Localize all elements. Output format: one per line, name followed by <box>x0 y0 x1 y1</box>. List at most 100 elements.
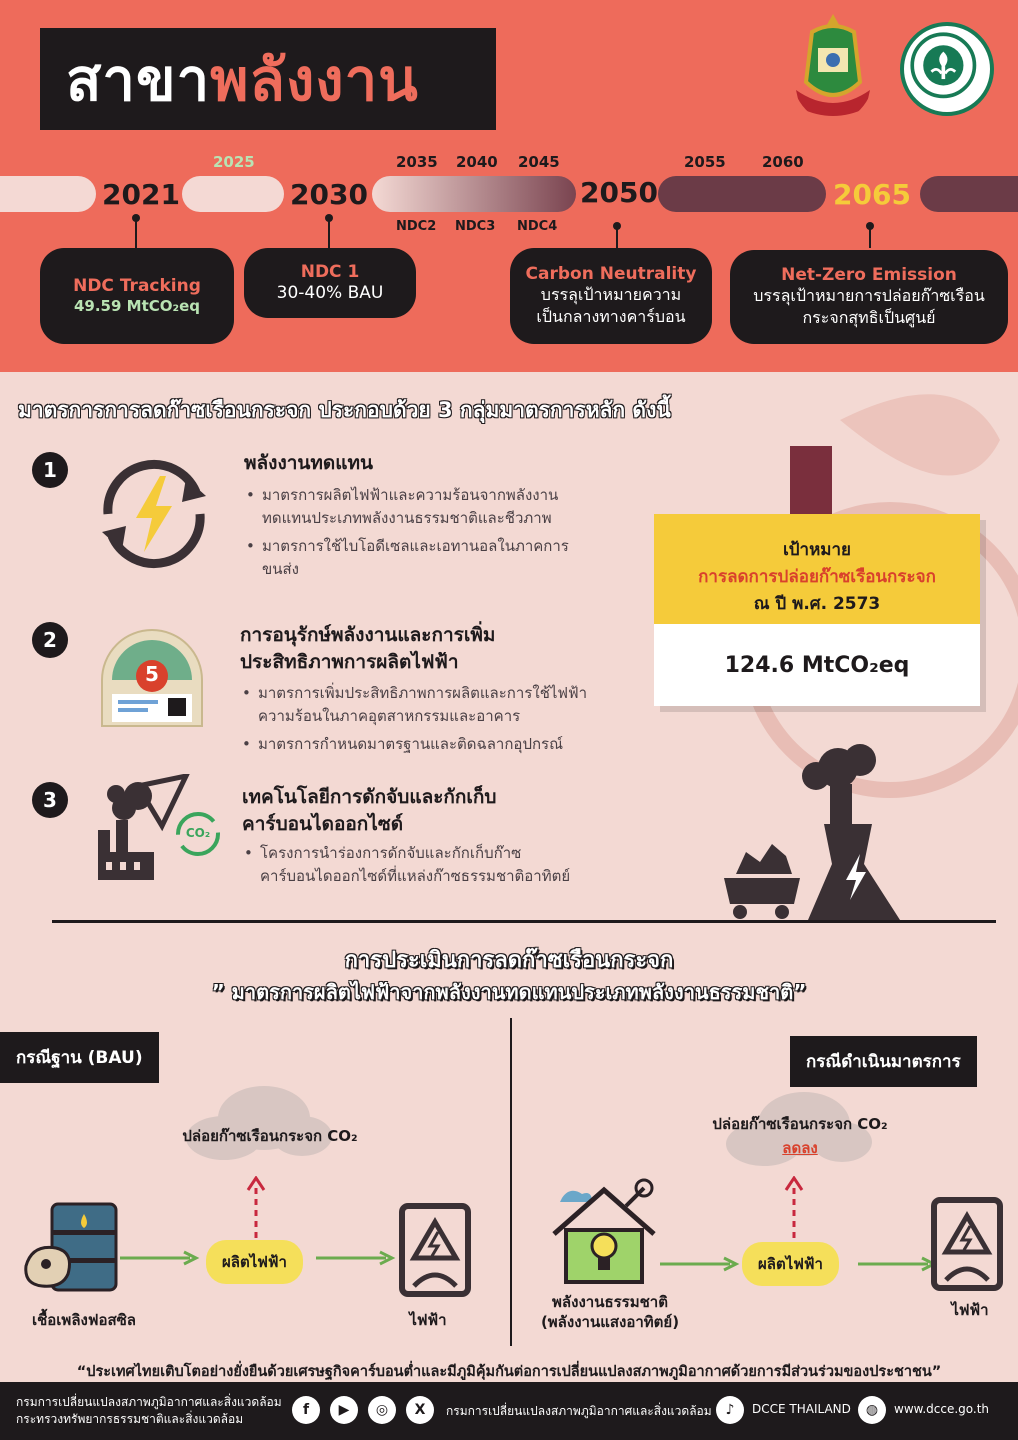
carbon-capture-icon <box>98 774 220 880</box>
milestone-ndc-tracking: NDC Tracking 49.59 MtCO₂eq <box>40 248 234 344</box>
milestone-title: NDC 1 <box>300 261 360 282</box>
year-2035: 2035 <box>396 153 438 171</box>
year-2030: 2030 <box>290 178 368 211</box>
bau-source-caption: เชื้อเพลิงฟอสซิล <box>31 1311 136 1329</box>
timeline-bar-3 <box>372 176 576 212</box>
bau-emission-label: ปล่อยก๊าซเรือนกระจก CO₂ <box>182 1127 358 1145</box>
bau-output-caption: ไฟฟ้า <box>409 1311 447 1329</box>
milestone-desc: บรรลุเป้าหมายการปล่อยก๊าซเรือนกระจกสุทธิ… <box>753 286 985 327</box>
page-title: สาขาพลังงาน <box>40 28 496 130</box>
measure-title-2: การอนุรักษ์พลังงานและการเพิ่มประสิทธิภาพ… <box>240 624 496 673</box>
milestone-title: NDC Tracking <box>73 275 201 296</box>
measure-number-3: 3 <box>32 782 68 818</box>
youtube-icon[interactable]: ▶ <box>330 1396 358 1424</box>
ndc3-label: NDC3 <box>455 219 496 234</box>
footer-org: กรมการเปลี่ยนแปลงสภาพภูมิอากาศและสิ่งแวด… <box>16 1394 282 1428</box>
measure-title-1: พลังงานทดแทน <box>244 452 374 474</box>
assessment-subtitle: ” มาตรการผลิตไฟฟ้าจากพลังงานทดแทนประเภทพ… <box>211 980 807 1004</box>
measure-title-3: เทคโนโลยีการดักจับและกักเก็บคาร์บอนไดออก… <box>242 786 497 835</box>
target-value: 124.6 MtCO₂eq <box>654 624 980 706</box>
measure-source-line1: พลังงานธรรมชาติ <box>552 1293 668 1311</box>
measure-output-caption: ไฟฟ้า <box>951 1301 989 1319</box>
milestone-desc: บรรลุเป้าหมายความเป็นกลางทางคาร์บอน <box>536 285 686 326</box>
year-2045: 2045 <box>518 153 560 171</box>
facebook-icon[interactable]: f <box>292 1396 320 1424</box>
electricity-icon <box>399 1203 471 1297</box>
org-line-1: กรมการเปลี่ยนแปลงสภาพภูมิอากาศและสิ่งแวด… <box>16 1395 282 1409</box>
milestone-title: Carbon Neutrality <box>525 264 697 285</box>
measures-heading: มาตรการการลดก๊าซเรือนกระจก ประกอบด้วย 3 … <box>18 398 672 423</box>
header-section: สาขาพลังงาน 2021 2025 2030 2035 204 <box>0 0 1018 372</box>
connector-line <box>869 226 871 248</box>
measure-number-1: 1 <box>32 452 68 488</box>
bau-case-label: กรณีฐาน (BAU) <box>0 1032 159 1083</box>
bullet-item: โครงการนำร่องการดักจับและกักเก็บก๊าซคาร์… <box>242 842 602 889</box>
connector-line <box>328 218 330 248</box>
flow-arrow <box>660 1256 740 1272</box>
milestone-value: 30-40% BAU <box>276 282 384 303</box>
bullet-item: มาตรการกำหนดมาตรฐานและติดฉลากอุปกรณ์ <box>240 733 610 757</box>
connector-line <box>616 226 618 248</box>
measure-generation-pill: ผลิตไฟฟ้า <box>742 1242 839 1286</box>
flow-arrow <box>316 1250 396 1266</box>
section-divider <box>52 920 996 923</box>
footer-quote: “ประเทศไทยเติบโตอย่างยั่งยืนด้วยเศรษฐกิจ… <box>76 1364 942 1380</box>
flow-arrow <box>120 1250 200 1266</box>
reduced-label: ลดลง <box>782 1139 818 1157</box>
connector-line <box>135 218 137 248</box>
emission-cloud-icon <box>186 1086 332 1160</box>
year-2021: 2021 <box>102 178 180 211</box>
target-header: เป้าหมาย การลดการปล่อยก๊าซเรือนกระจก ณ ป… <box>654 514 980 624</box>
target-label: เป้าหมาย <box>782 540 852 560</box>
measure-emission-label: ปล่อยก๊าซเรือนกระจก CO₂ ลดลง <box>690 1112 910 1160</box>
tiktok-icon[interactable]: ♪ <box>716 1396 744 1424</box>
target-box: เป้าหมาย การลดการปล่อยก๊าซเรือนกระจก ณ ป… <box>654 514 980 706</box>
measure-case-label: กรณีดำเนินมาตรการ <box>790 1036 977 1087</box>
timeline-bar-4 <box>658 176 826 212</box>
tiktok-handle[interactable]: DCCE THAILAND <box>752 1402 851 1416</box>
renewable-energy-icon <box>102 460 206 568</box>
org-line-2: กระทรวงทรัพยากรธรรมชาติและสิ่งแวดล้อม <box>16 1411 244 1426</box>
measure-bullets-2: มาตรการเพิ่มประสิทธิภาพการผลิตและการใช้ไ… <box>240 682 610 760</box>
electricity-icon <box>931 1197 1003 1291</box>
ndc4-label: NDC4 <box>517 219 558 234</box>
x-icon[interactable]: X <box>406 1396 434 1424</box>
title-part-2: พลังงาน <box>210 45 419 114</box>
milestone-carbon-neutrality: Carbon Neutrality บรรลุเป้าหมายความเป็นก… <box>510 248 712 344</box>
instagram-icon[interactable]: ◎ <box>368 1396 396 1424</box>
bau-generation-pill: ผลิตไฟฟ้า <box>206 1240 303 1284</box>
timeline-bar-1 <box>0 176 96 212</box>
timeline-bar-5 <box>920 176 1018 212</box>
target-tab <box>790 446 832 522</box>
bullet-item: มาตรการใช้ไบโอดีเซลและเอทานอลในภาคการขนส… <box>244 535 584 582</box>
year-2050: 2050 <box>580 176 658 209</box>
measure-bullets-1: มาตรการผลิตไฟฟ้าและความร้อนจากพลังงานทดแ… <box>244 484 584 585</box>
fossil-fuel-icon <box>24 1202 118 1292</box>
power-plant-icon <box>724 744 900 920</box>
energy-label-badge-icon <box>101 629 203 727</box>
target-year: ณ ปี พ.ศ. 2573 <box>753 594 881 614</box>
milestone-value: 49.59 MtCO₂eq <box>73 296 200 315</box>
website-link[interactable]: www.dcce.go.th <box>894 1402 990 1416</box>
measure-source-caption: พลังงานธรรมชาติ (พลังงานแสงอาทิตย์) <box>520 1292 700 1333</box>
web-icon[interactable]: ◍ <box>858 1396 886 1424</box>
year-2055: 2055 <box>684 153 726 171</box>
milestone-net-zero: Net-Zero Emission บรรลุเป้าหมายการปล่อยก… <box>730 250 1008 344</box>
target-desc: การลดการปล่อยก๊าซเรือนกระจก <box>698 567 936 587</box>
social-account-name[interactable]: กรมการเปลี่ยนแปลงสภาพภูมิอากาศและสิ่งแวด… <box>446 1404 712 1418</box>
title-part-1: สาขา <box>66 45 211 114</box>
emission-up-arrow <box>246 1176 266 1238</box>
measure-emission-text: ปล่อยก๊าซเรือนกระจก CO₂ <box>712 1115 888 1133</box>
ndc2-label: NDC2 <box>396 219 437 234</box>
measure-number-2: 2 <box>32 622 68 658</box>
milestone-title: Net-Zero Emission <box>781 265 957 286</box>
emission-up-arrow <box>784 1176 804 1238</box>
year-2025: 2025 <box>213 153 255 171</box>
dcce-logo <box>900 22 994 116</box>
label-badge-number: 5 <box>145 662 159 686</box>
solar-house-icon <box>552 1178 656 1284</box>
measure-bullets-3: โครงการนำร่องการดักจับและกักเก็บก๊าซคาร์… <box>242 842 602 893</box>
assessment-title: การประเมินการลดก๊าซเรือนกระจก <box>344 948 674 973</box>
flow-arrow <box>858 1256 938 1272</box>
